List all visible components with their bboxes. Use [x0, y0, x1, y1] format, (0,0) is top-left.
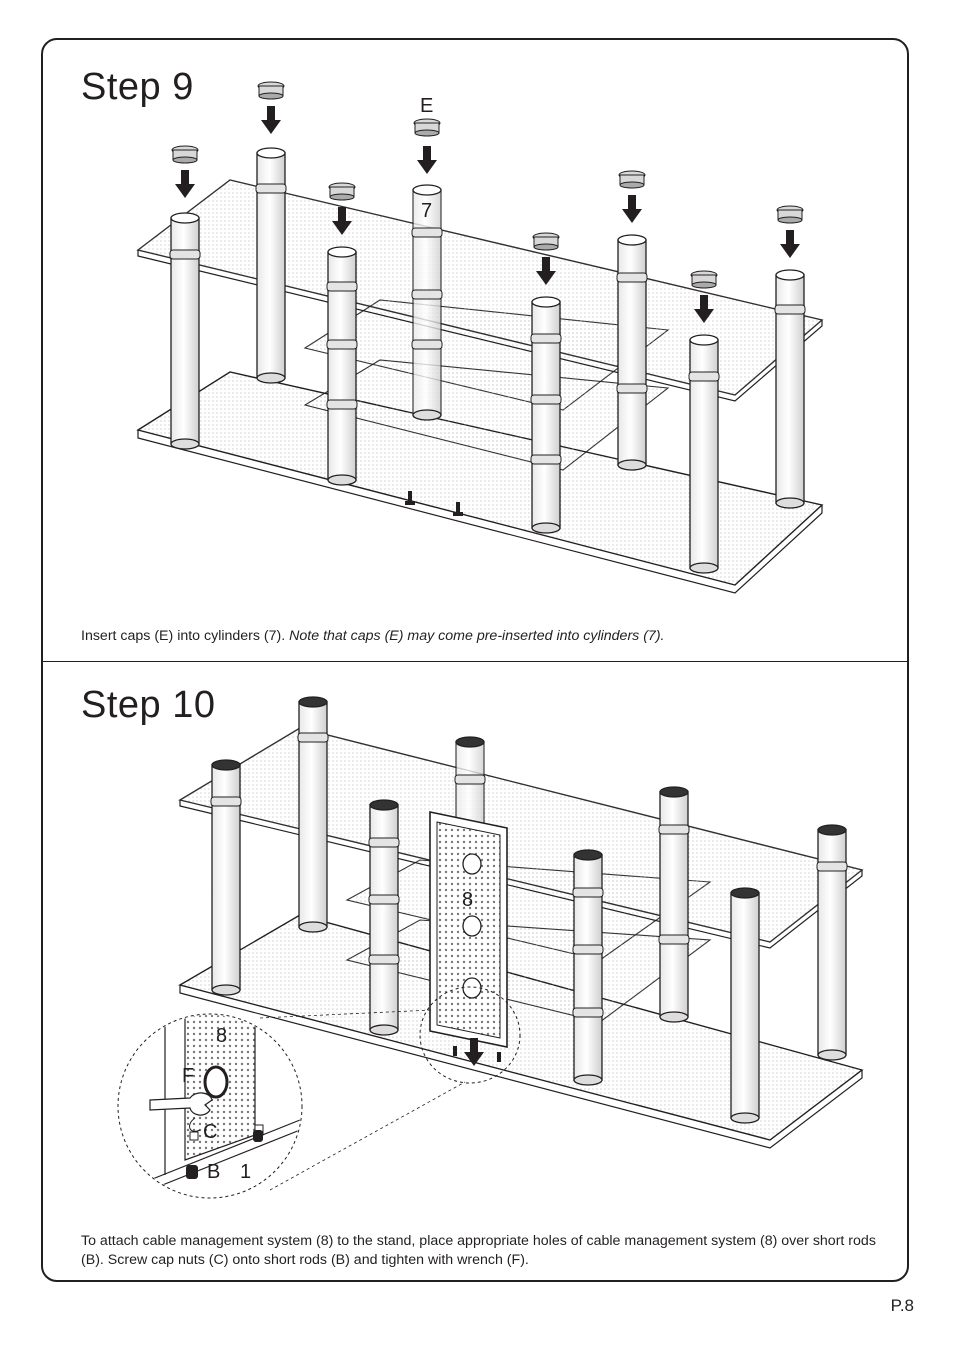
step9-title: Step 9: [81, 66, 194, 108]
cable-management-panel: [429, 811, 508, 1066]
label-detail-panel-8: 8: [216, 1025, 227, 1047]
down-arrow-icon: [464, 1038, 484, 1066]
detail-callout: [117, 986, 521, 1199]
down-arrow-icon: [175, 106, 800, 323]
cylinder-short-center: [531, 296, 561, 534]
label-base-1: 1: [240, 1161, 251, 1183]
step10-caption: To attach cable management system (8) to…: [81, 1233, 876, 1268]
step9-caps: [171, 81, 804, 516]
step9-collars: [169, 183, 806, 465]
step10-collars: [210, 732, 848, 1018]
wrench-icon: [149, 1092, 213, 1116]
cap-e-icon: [171, 81, 804, 289]
label-cylinder-7: 7: [421, 200, 432, 222]
cylinder-front-left: [170, 212, 200, 450]
step9-caption: Insert caps (E) into cylinders (7). Note…: [81, 627, 881, 646]
cylinder-front-right: [689, 334, 719, 574]
step-divider: [41, 661, 909, 662]
label-cap-e: E: [420, 95, 433, 117]
label-panel-8: 8: [462, 889, 473, 911]
cylinder-back-left: [256, 147, 286, 384]
label-nut-c: C: [203, 1121, 217, 1143]
label-wrench-f: F: [182, 1065, 194, 1087]
cylinder-back-right: [617, 234, 647, 471]
page-number: P.8: [890, 1296, 914, 1315]
label-rod-b: B: [207, 1161, 220, 1183]
page-frame: [41, 38, 909, 1282]
step10-title: Step 10: [81, 684, 216, 726]
short-rod-icon: [405, 491, 463, 516]
step9-caption-text: Insert caps (E) into cylinders (7).: [81, 628, 290, 644]
step9-stand: [136, 179, 824, 594]
step9-caption-note: Note that caps (E) may come pre-inserted…: [289, 628, 665, 644]
